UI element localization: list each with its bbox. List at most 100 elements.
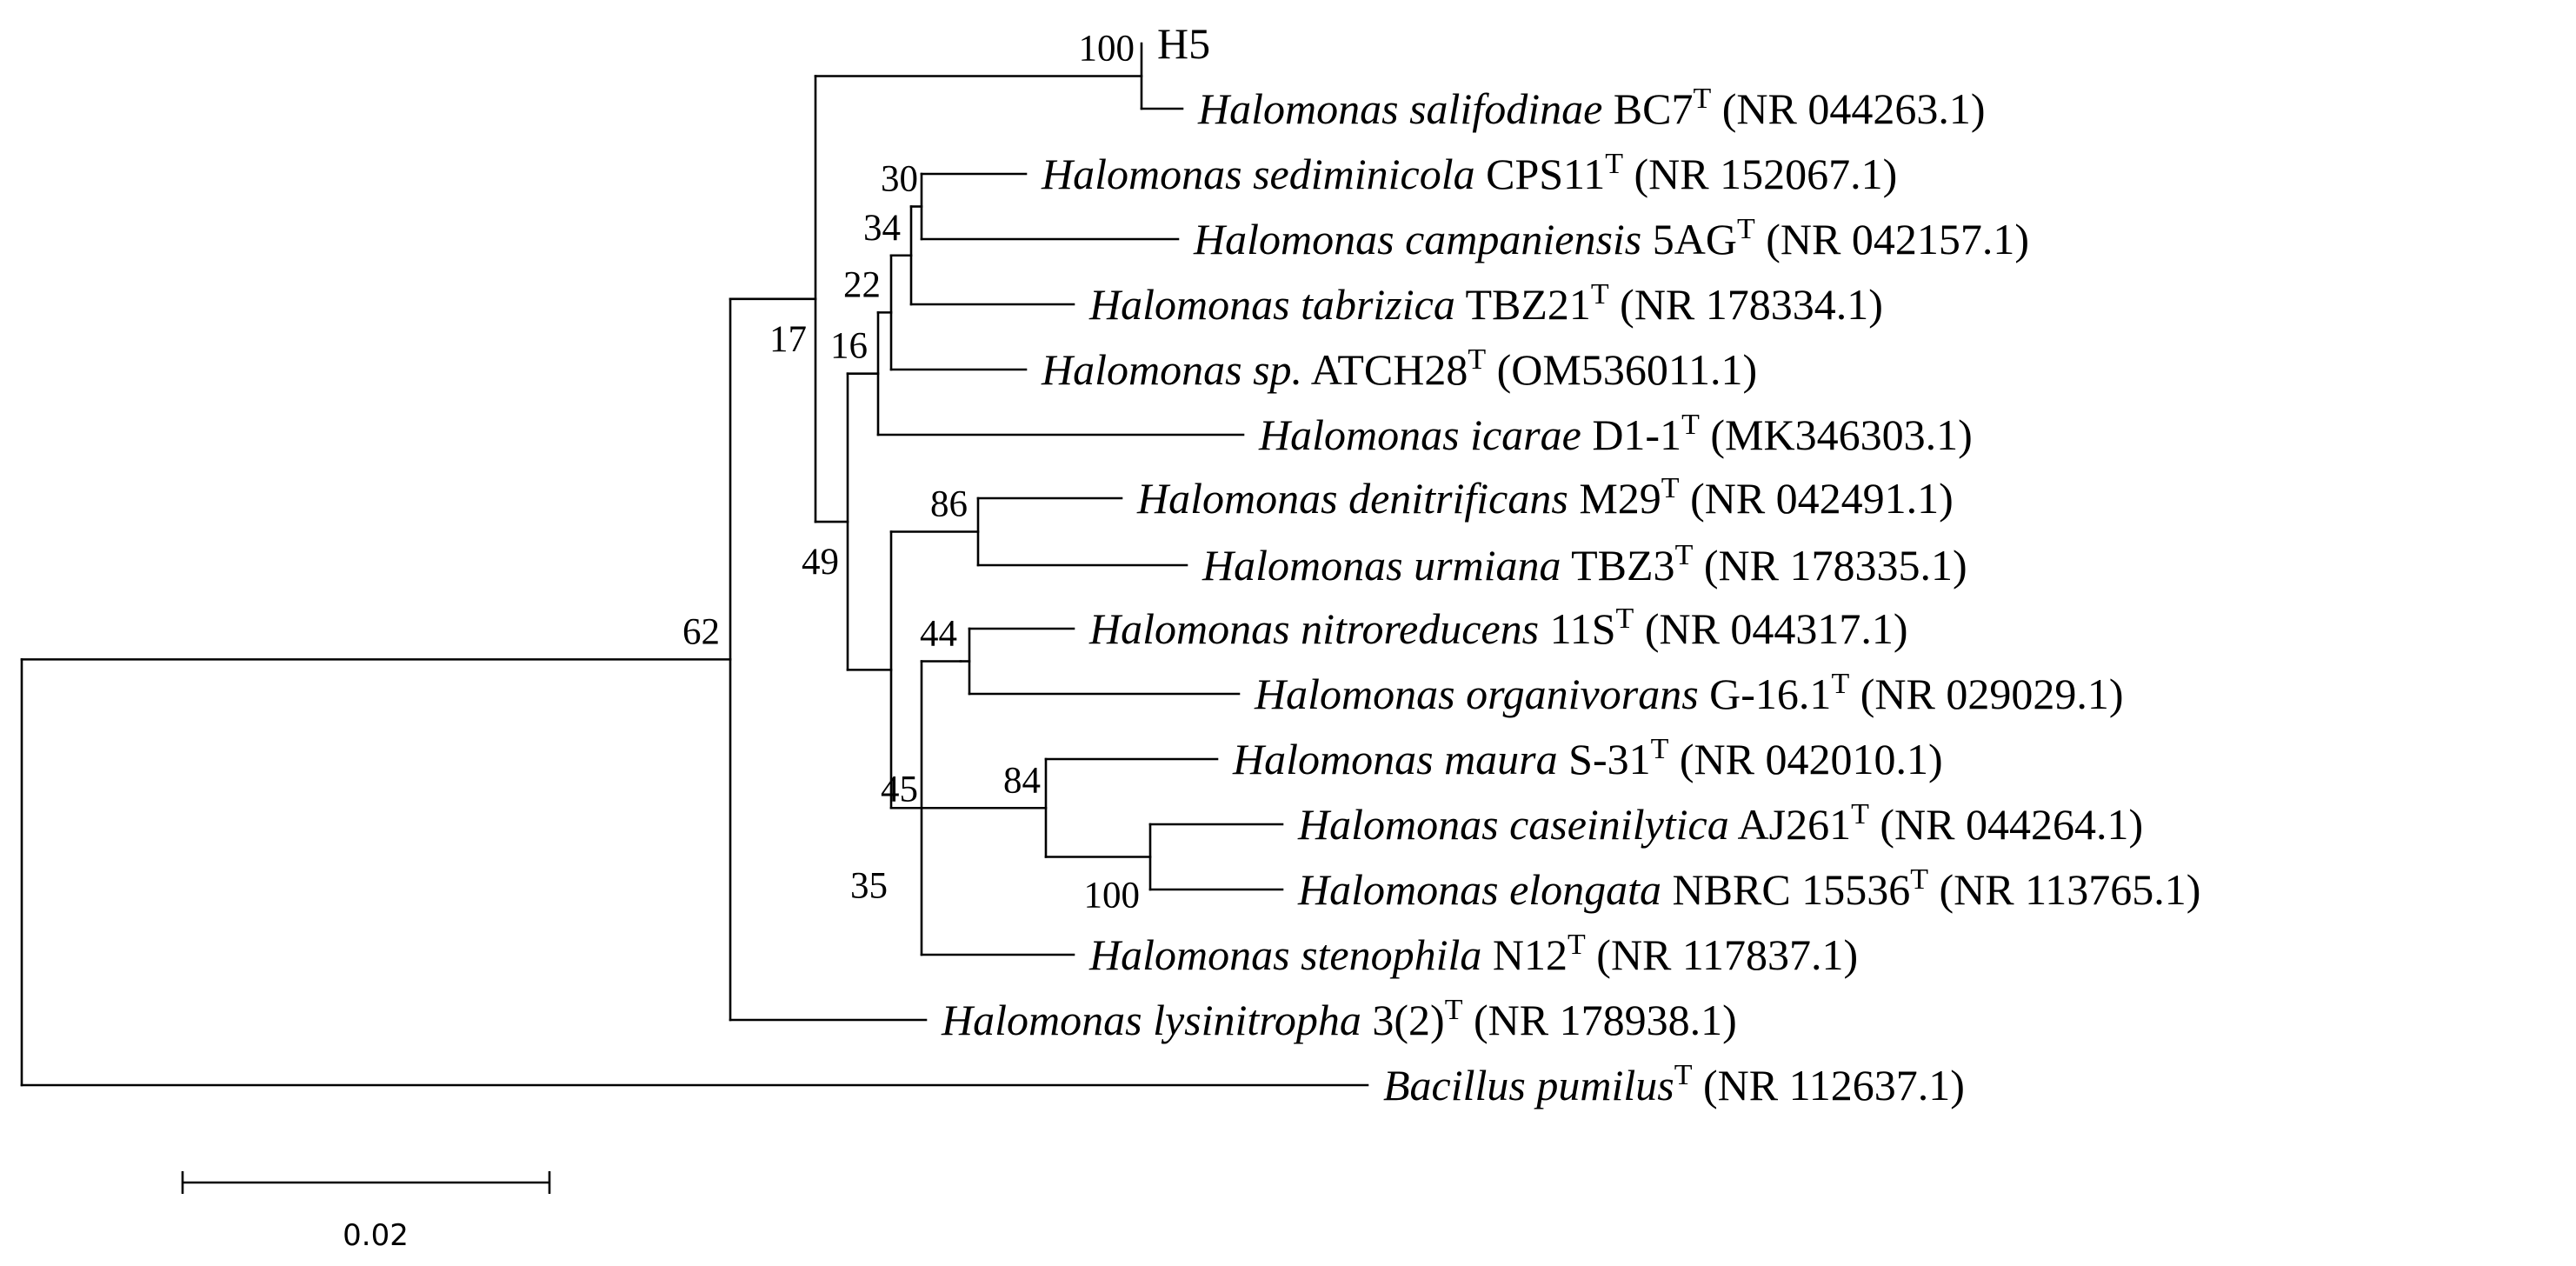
species-name: Halomonas urmiana [1201,541,1561,590]
accession-number: (NR 178334.1) [1609,280,1883,329]
strain-name: 5AG [1641,215,1737,263]
accession-number: (MK346303.1) [1700,410,1973,459]
strain-name: 11S [1539,604,1615,653]
taxon-label-salifodinae: Halomonas salifodinae BC7T (NR 044263.1) [1197,83,1986,133]
taxon-label-elongata: Halomonas elongata NBRC 15536T (NR 11376… [1297,863,2200,914]
scale-bar-label: 0.02 [343,1218,409,1253]
bootstrap-value: 22 [843,264,881,305]
species-name: Halomonas tabrizica [1088,280,1455,329]
species-name: Halomonas campaniensis [1193,215,1641,263]
strain-name: H5 [1157,19,1210,68]
bootstrap-value: 100 [1084,876,1141,916]
scale-bar: 0.02 [181,1171,551,1253]
taxon-label-organivorans: Halomonas organivorans G-16.1T (NR 02902… [1254,668,2123,718]
type-strain-superscript: T [1851,798,1869,830]
type-strain-superscript: T [1468,343,1486,376]
type-strain-superscript: T [1910,863,1928,896]
taxon-label-campaniensis: Halomonas campaniensis 5AGT (NR 042157.1… [1193,213,2029,263]
accession-number: (NR 178938.1) [1462,996,1736,1044]
bootstrap-value: 34 [863,208,901,249]
species-name: Halomonas icarae [1258,410,1581,459]
species-name: Halomonas lysinitropha [941,996,1361,1044]
strain-name: BC7 [1602,84,1693,133]
bootstrap-value: 100 [1079,29,1135,70]
strain-name: NBRC 15536 [1661,865,1910,914]
accession-number: (NR 113765.1) [1928,865,2200,914]
accession-number: (NR 042157.1) [1755,215,2029,263]
taxon-label-nitroreducens: Halomonas nitroreducens 11ST (NR 044317.… [1088,603,1908,653]
type-strain-superscript: T [1661,472,1680,504]
species-name: Halomonas sediminicola [1041,150,1475,198]
taxon-label-urmiana: Halomonas urmiana TBZ3T (NR 178335.1) [1201,539,1967,590]
bootstrap-values: 100 30 34 22 16 62 86 17 44 49 45 84 100 35 [682,29,1140,916]
taxon-label-icarae: Halomonas icarae D1-1T (MK346303.1) [1258,409,1973,459]
type-strain-superscript: T [1674,1059,1693,1091]
bootstrap-value: 16 [830,326,868,367]
species-name: Bacillus pumilus [1383,1061,1674,1109]
accession-number: (NR 042010.1) [1668,735,1942,783]
bootstrap-value: 62 [682,611,720,652]
accession-number: (OM536011.1) [1486,345,1757,394]
strain-name: TBZ21 [1455,280,1591,329]
species-name: Halomonas maura [1232,735,1558,783]
taxon-label-h5: H5 [1157,19,1210,68]
taxon-label-maura: Halomonas maura S-31T (NR 042010.1) [1232,733,1943,783]
type-strain-superscript: T [1681,409,1700,441]
type-strain-superscript: T [1737,213,1755,245]
taxon-label-denitrificans: Halomonas denitrificans M29T (NR 042491.… [1136,472,1954,523]
bootstrap-value: 49 [802,542,839,583]
bootstrap-value: 30 [881,159,918,200]
bootstrap-value: 35 [850,865,888,906]
strain-name: 3(2) [1361,996,1445,1044]
bootstrap-value: 17 [769,319,807,360]
taxon-label-lysinitropha: Halomonas lysinitropha 3(2)T (NR 178938.… [941,994,1737,1044]
tree-branches [20,42,1369,1087]
species-name: Halomonas sp. [1041,345,1302,394]
species-name: Halomonas salifodinae [1197,84,1602,133]
species-name: Halomonas nitroreducens [1088,604,1539,653]
taxon-label-sediminicola: Halomonas sediminicola CPS11T (NR 152067… [1041,148,1897,198]
type-strain-superscript: T [1591,278,1609,310]
type-strain-superscript: T [1605,148,1623,180]
accession-number: (NR 152067.1) [1623,150,1897,198]
strain-name: N12 [1481,930,1568,979]
accession-number: (NR 178335.1) [1693,541,1967,590]
strain-name: D1-1 [1581,410,1681,459]
accession-number: (NR 044263.1) [1711,84,1985,133]
taxon-label-pumilus: Bacillus pumilusT (NR 112637.1) [1383,1059,1965,1109]
species-name: Halomonas denitrificans [1136,474,1568,523]
strain-name: TBZ3 [1561,541,1675,590]
taxon-label-stenophila: Halomonas stenophila N12T (NR 117837.1) [1088,929,1858,979]
taxon-label-tabrizica: Halomonas tabrizica TBZ21T (NR 178334.1) [1088,278,1883,329]
accession-number: (NR 117837.1) [1586,930,1858,979]
type-strain-superscript: T [1616,603,1634,635]
accession-number: (NR 044317.1) [1634,604,1907,653]
strain-name: CPS11 [1475,150,1606,198]
species-name: Halomonas elongata [1297,865,1661,914]
accession-number: (NR 029029.1) [1849,670,2123,718]
strain-name: S-31 [1558,735,1651,783]
accession-number: (NR 112637.1) [1693,1061,1965,1109]
taxon-label-atch28: Halomonas sp. ATCH28T (OM536011.1) [1041,343,1757,394]
strain-name: M29 [1568,474,1661,523]
species-name: Halomonas stenophila [1088,930,1481,979]
taxon-label-caseinilytica: Halomonas caseinilytica AJ261T (NR 04426… [1297,798,2143,849]
type-strain-superscript: T [1568,929,1586,961]
strain-name: AJ261 [1729,800,1851,849]
strain-name: ATCH28 [1302,345,1468,394]
species-name: Halomonas caseinilytica [1297,800,1729,849]
type-strain-superscript: T [1831,668,1849,700]
species-name: Halomonas organivorans [1254,670,1699,718]
accession-number: (NR 044264.1) [1869,800,2143,849]
type-strain-superscript: T [1445,994,1463,1026]
bootstrap-value: 44 [920,614,957,655]
bootstrap-value: 45 [881,769,918,810]
type-strain-superscript: T [1675,539,1694,571]
accession-number: (NR 042491.1) [1680,474,1954,523]
strain-name: G-16.1 [1699,670,1832,718]
type-strain-superscript: T [1651,733,1669,765]
bootstrap-value: 84 [1003,760,1041,801]
bootstrap-value: 86 [930,484,968,525]
